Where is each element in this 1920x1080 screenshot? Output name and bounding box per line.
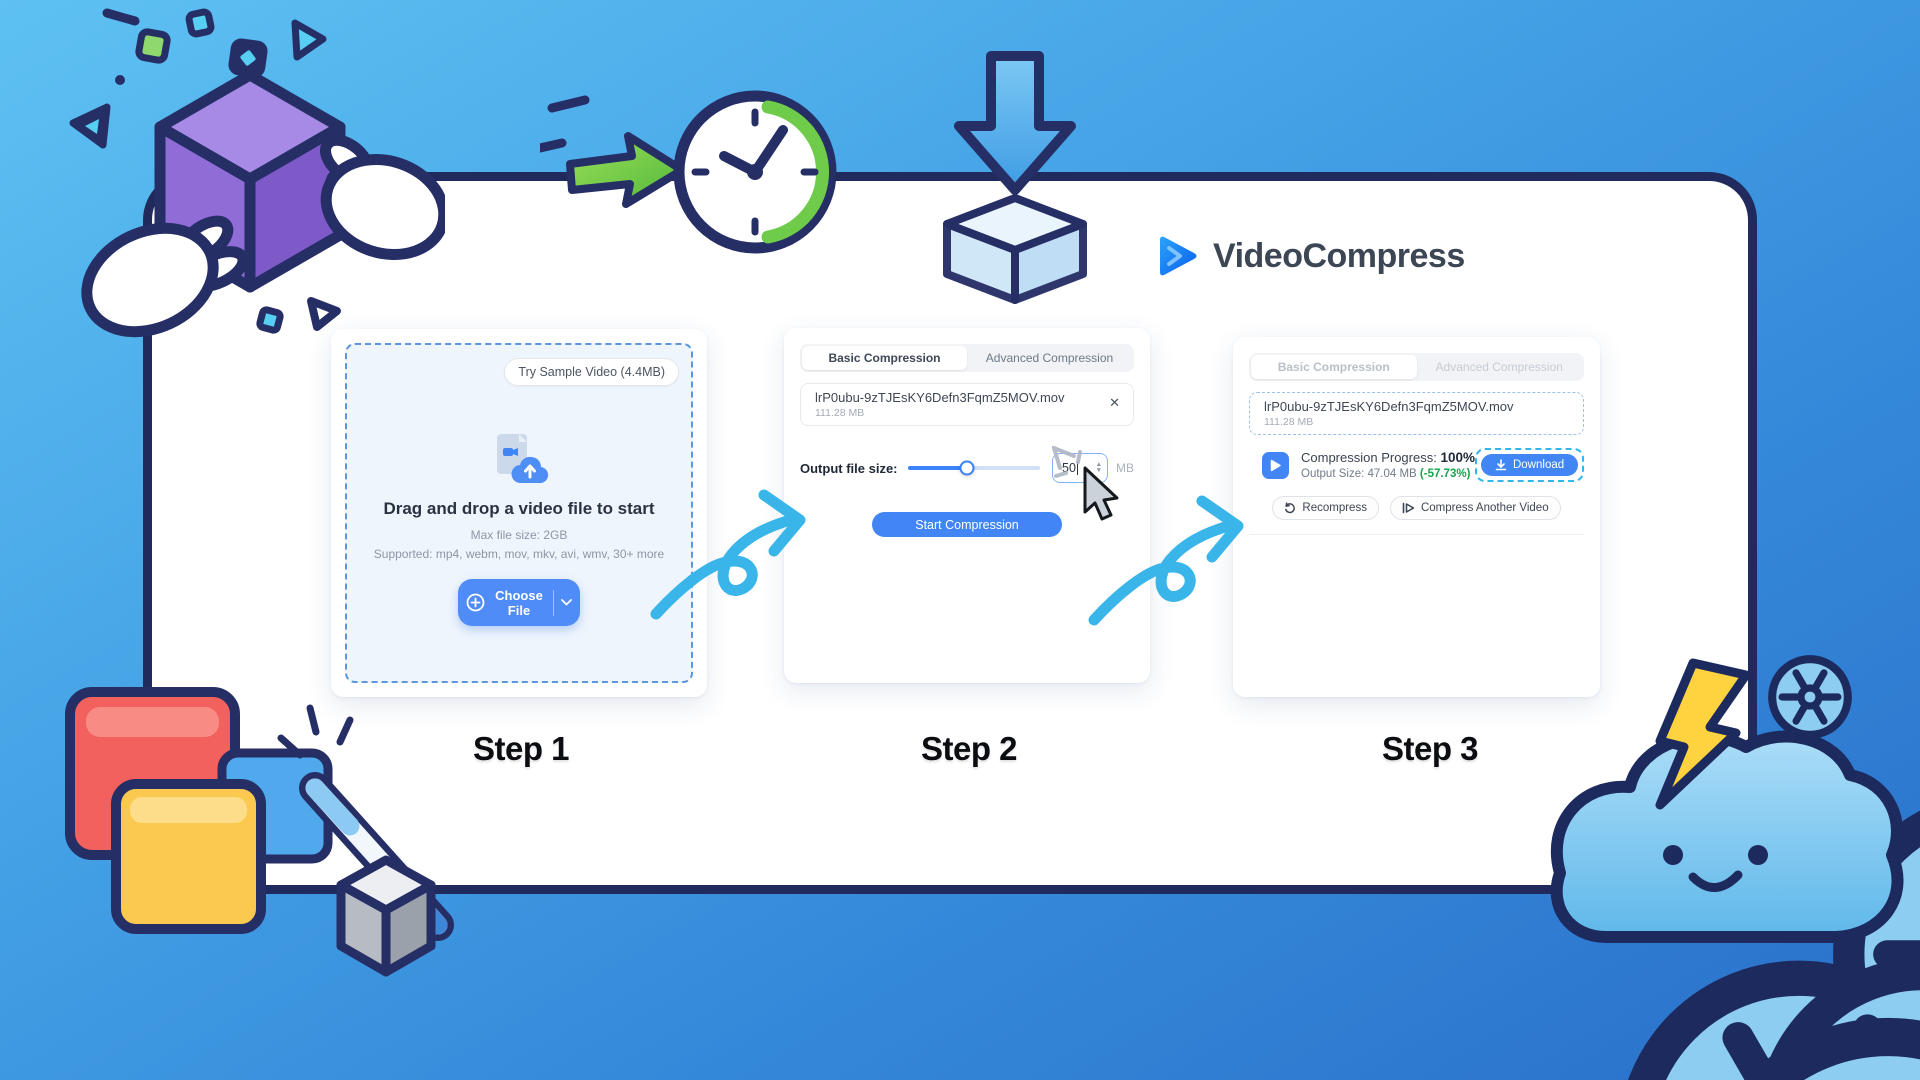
tab-basic-compression[interactable]: Basic Compression	[1251, 355, 1417, 379]
step-2-label: Step 2	[920, 730, 1018, 767]
output-size-value: Output Size: 47.04 MB	[1301, 468, 1417, 480]
slider-thumb[interactable]	[959, 460, 975, 476]
result-panel: Basic Compression Advanced Compression l…	[1233, 337, 1600, 697]
unit-label: MB	[1116, 461, 1134, 475]
tab-advanced-compression[interactable]: Advanced Compression	[1435, 360, 1563, 374]
selected-file-box: lrP0ubu-9zTJEsKY6Defn3FqmZ5MOV.mov 111.2…	[1249, 392, 1584, 435]
download-button[interactable]: Download	[1480, 454, 1579, 476]
brand-logo: VideoCompress	[1152, 232, 1465, 280]
try-sample-video-button[interactable]: Try Sample Video (4.4MB)	[504, 358, 679, 386]
compress-another-video-button[interactable]: Compress Another Video	[1389, 496, 1561, 520]
progress-row: Compression Progress: 100% Output Size: …	[1249, 448, 1585, 482]
button-divider	[553, 589, 554, 616]
supported-formats-text: Supported: mp4, webm, mov, mkv, avi, wmv…	[373, 547, 665, 561]
recompress-label: Recompress	[1302, 502, 1367, 514]
step-3-label: Step 3	[1381, 730, 1479, 767]
download-icon	[1495, 459, 1507, 471]
result-actions: Recompress Compress Another Video	[1249, 496, 1584, 520]
number-stepper[interactable]: ▲ ▼	[1095, 460, 1102, 475]
play-logo-icon	[1160, 236, 1197, 276]
tab-bar: Basic Compression Advanced Compression	[1249, 353, 1584, 381]
mouse-cursor	[1052, 446, 1119, 521]
file-name: lrP0ubu-9zTJEsKY6Defn3FqmZ5MOV.mov	[1264, 399, 1514, 414]
choose-file-button[interactable]: Choose File	[458, 579, 580, 626]
selected-file-box: lrP0ubu-9zTJEsKY6Defn3FqmZ5MOV.mov 111.2…	[800, 383, 1134, 426]
output-size-text: Output Size: 47.04 MB (-57.73%)	[1301, 468, 1475, 480]
text-caret	[1076, 461, 1078, 475]
plus-circle-icon	[466, 593, 485, 612]
tab-advanced-compression[interactable]: Advanced Compression	[985, 351, 1114, 365]
start-compression-button[interactable]: Start Compression	[872, 512, 1062, 537]
brand-name: VideoCompress	[1213, 236, 1465, 275]
compress-another-label: Compress Another Video	[1420, 502, 1549, 514]
chevron-down-icon[interactable]	[561, 599, 572, 606]
doodle-arrow-step2-to-step3	[1088, 495, 1244, 626]
file-size: 111.28 MB	[815, 407, 865, 419]
size-reduction-percent: (-57.73%)	[1419, 468, 1471, 480]
output-size-label: Output file size:	[800, 460, 898, 476]
compression-progress-text: Compression Progress: 100%	[1301, 450, 1475, 465]
file-name: lrP0ubu-9zTJEsKY6Defn3FqmZ5MOV.mov	[815, 390, 1065, 405]
recompress-icon	[1285, 502, 1296, 514]
file-size: 111.28 MB	[1264, 416, 1314, 428]
remove-file-icon[interactable]: ✕	[1109, 395, 1120, 410]
upload-file-icon	[497, 434, 549, 484]
compress-another-icon	[1402, 502, 1415, 514]
tab-basic-compression[interactable]: Basic Compression	[802, 346, 967, 370]
step-1-label: Step 1	[472, 730, 570, 767]
choose-file-label: Choose File	[495, 587, 543, 618]
output-size-slider[interactable]	[907, 460, 1040, 476]
progress-label: Compression Progress:	[1301, 450, 1437, 465]
doodle-arrow-step1-to-step2	[650, 489, 806, 620]
download-label: Download	[1512, 459, 1565, 471]
divider	[1249, 534, 1584, 535]
recompress-button[interactable]: Recompress	[1272, 496, 1379, 520]
max-file-size-text: Max file size: 2GB	[470, 528, 568, 542]
output-size-row: Output file size: 50 ▲ ▼ MB	[800, 453, 1134, 483]
download-highlight-box: Download	[1474, 448, 1585, 482]
stepper-down-icon[interactable]: ▼	[1095, 467, 1102, 474]
progress-value: 100%	[1440, 450, 1475, 465]
dropzone-title: Drag and drop a video file to start	[383, 499, 655, 518]
video-play-icon	[1262, 451, 1289, 479]
dropzone[interactable]: Try Sample Video (4.4MB) Drag and drop a…	[345, 343, 693, 683]
tab-bar: Basic Compression Advanced Compression	[800, 344, 1134, 372]
stepper-up-icon[interactable]: ▲	[1095, 460, 1102, 468]
upload-panel: Try Sample Video (4.4MB) Drag and drop a…	[331, 329, 707, 697]
